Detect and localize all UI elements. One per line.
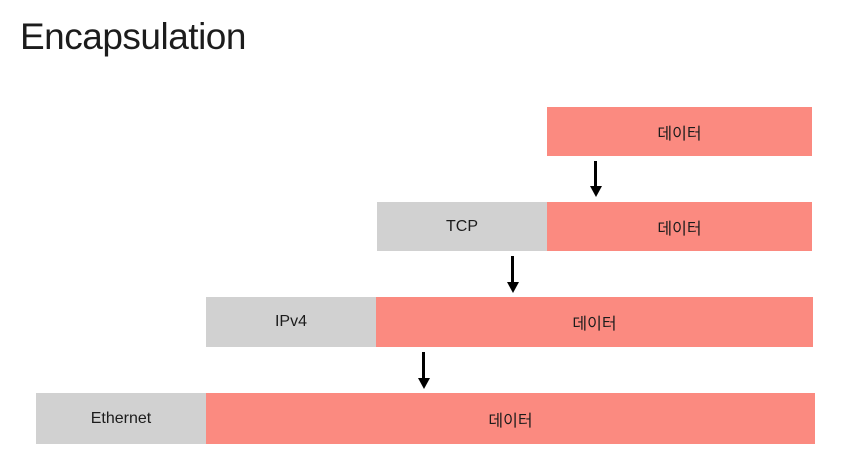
header-box-ipv4: IPv4	[206, 297, 376, 347]
down-arrow-3	[417, 352, 430, 389]
down-arrow-1	[589, 161, 602, 197]
arrow-head-icon	[589, 186, 602, 197]
header-label-ipv4: IPv4	[274, 313, 307, 330]
arrow-head-icon	[506, 282, 519, 293]
payload-label-row3: 데이터	[572, 316, 617, 333]
down-arrow-2	[506, 256, 519, 293]
arrow-shaft	[511, 256, 514, 282]
payload-box-row1: 데이터	[547, 107, 812, 156]
arrow-head-icon	[417, 378, 430, 389]
payload-box-row3: 데이터	[376, 297, 813, 347]
header-box-tcp: TCP	[377, 202, 547, 251]
payload-box-row2: 데이터	[547, 202, 812, 251]
header-label-tcp: TCP	[446, 217, 478, 235]
page-title: Encapsulation	[20, 16, 246, 57]
payload-label-row2: 데이터	[657, 220, 702, 238]
payload-label-row1: 데이터	[657, 125, 702, 143]
arrow-shaft	[594, 161, 597, 186]
header-box-ethernet: Ethernet	[36, 393, 206, 444]
payload-box-row4: 데이터	[206, 393, 815, 444]
header-label-ethernet: Ethernet	[90, 409, 152, 427]
arrow-shaft	[422, 352, 425, 378]
payload-label-row4: 데이터	[488, 412, 533, 430]
